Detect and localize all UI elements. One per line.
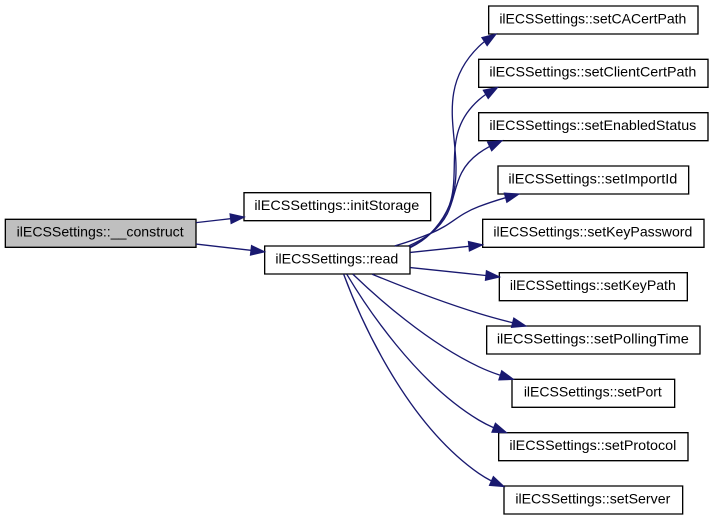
svg-text:ilECSSettings::setPort: ilECSSettings::setPort — [524, 384, 662, 400]
svg-text:ilECSSettings::setServer: ilECSSettings::setServer — [515, 490, 670, 506]
svg-text:ilECSSettings::setProtocol: ilECSSettings::setProtocol — [509, 437, 676, 453]
svg-text:ilECSSettings::__construct: ilECSSettings::__construct — [17, 224, 184, 240]
svg-text:ilECSSettings::initStorage: ilECSSettings::initStorage — [254, 197, 419, 213]
svg-text:ilECSSettings::setEnabledStatu: ilECSSettings::setEnabledStatus — [489, 117, 696, 133]
svg-text:ilECSSettings::setClientCertPa: ilECSSettings::setClientCertPath — [489, 64, 696, 80]
svg-text:ilECSSettings::setCACertPath: ilECSSettings::setCACertPath — [499, 10, 686, 26]
svg-text:ilECSSettings::setPollingTime: ilECSSettings::setPollingTime — [497, 330, 689, 346]
svg-text:ilECSSettings::setKeyPath: ilECSSettings::setKeyPath — [510, 277, 676, 293]
svg-text:ilECSSettings::setKeyPassword: ilECSSettings::setKeyPassword — [493, 224, 692, 240]
svg-text:ilECSSettings::read: ilECSSettings::read — [275, 250, 398, 266]
svg-text:ilECSSettings::setImportId: ilECSSettings::setImportId — [508, 170, 677, 186]
